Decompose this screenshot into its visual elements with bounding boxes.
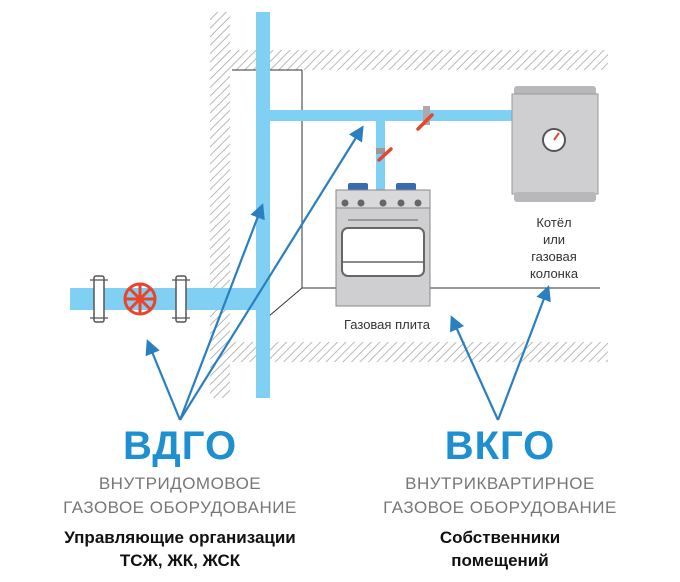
vkgo-abbr: ВКГО bbox=[444, 424, 556, 468]
vdgo-owner-line: Управляющие организации bbox=[64, 528, 296, 547]
stove-valve-icon bbox=[376, 147, 393, 162]
vkgo-description: ВНУТРИКВАРТИРНОЕ ГАЗОВОЕ ОБОРУДОВАНИЕ bbox=[340, 472, 660, 520]
vdgo-owner-line: ТСЖ, ЖК, ЖСК bbox=[119, 551, 241, 570]
branch-valve-icon bbox=[416, 106, 434, 131]
vdgo-description-line: ВНУТРИДОМОВОЕ bbox=[98, 474, 262, 493]
vkgo-owner-line: помещений bbox=[451, 551, 549, 570]
ceiling bbox=[230, 50, 608, 70]
vkgo-owner-line: Собственники bbox=[439, 528, 561, 547]
main-valve-assembly bbox=[90, 275, 190, 323]
inlet-pipe bbox=[70, 288, 256, 310]
boiler-label: Котёл или газовая колонка bbox=[506, 214, 602, 282]
pointer-arrows bbox=[145, 125, 551, 421]
oven-window bbox=[341, 227, 425, 277]
arrow-to-valve bbox=[145, 339, 182, 421]
burner-icons bbox=[348, 183, 416, 191]
boiler-label-line: колонка bbox=[529, 266, 579, 281]
stove-drop-pipe bbox=[376, 121, 385, 191]
vdgo-abbr: ВДГО bbox=[122, 424, 238, 468]
vdgo-block: ВДГО ВНУТРИДОМОВОЕ ГАЗОВОЕ ОБОРУДОВАНИЕ … bbox=[20, 424, 340, 572]
arrow-to-branch bbox=[179, 125, 364, 421]
valve-handwheel-icon bbox=[123, 282, 157, 316]
arrow-to-stove bbox=[450, 315, 500, 421]
gas-stove bbox=[335, 183, 431, 307]
arrow-to-riser bbox=[178, 203, 265, 421]
boiler bbox=[511, 86, 599, 202]
branch-pipe bbox=[270, 110, 515, 121]
vkgo-description-line: ВНУТРИКВАРТИРНОЕ bbox=[405, 474, 595, 493]
vkgo-block: ВКГО ВНУТРИКВАРТИРНОЕ ГАЗОВОЕ ОБОРУДОВАН… bbox=[340, 424, 660, 572]
floor bbox=[230, 342, 608, 362]
wall-left bbox=[210, 12, 230, 398]
vdgo-description-line: ГАЗОВОЕ ОБОРУДОВАНИЕ bbox=[63, 498, 297, 517]
riser-pipe bbox=[256, 12, 270, 398]
gauge-icon bbox=[542, 128, 566, 152]
boiler-label-line: газовая bbox=[531, 249, 577, 264]
boiler-label-line: Котёл bbox=[536, 215, 572, 230]
vdgo-owners: Управляющие организации ТСЖ, ЖК, ЖСК bbox=[20, 526, 340, 572]
right-flange bbox=[175, 275, 187, 323]
vkgo-owners: Собственники помещений bbox=[340, 526, 660, 572]
vkgo-description-line: ГАЗОВОЕ ОБОРУДОВАНИЕ bbox=[383, 498, 617, 517]
vdgo-description: ВНУТРИДОМОВОЕ ГАЗОВОЕ ОБОРУДОВАНИЕ bbox=[20, 472, 340, 520]
arrow-to-boiler bbox=[496, 285, 551, 421]
boiler-label-line: или bbox=[542, 232, 566, 247]
stove-label: Газовая плита bbox=[343, 317, 430, 332]
left-flange bbox=[93, 275, 105, 323]
